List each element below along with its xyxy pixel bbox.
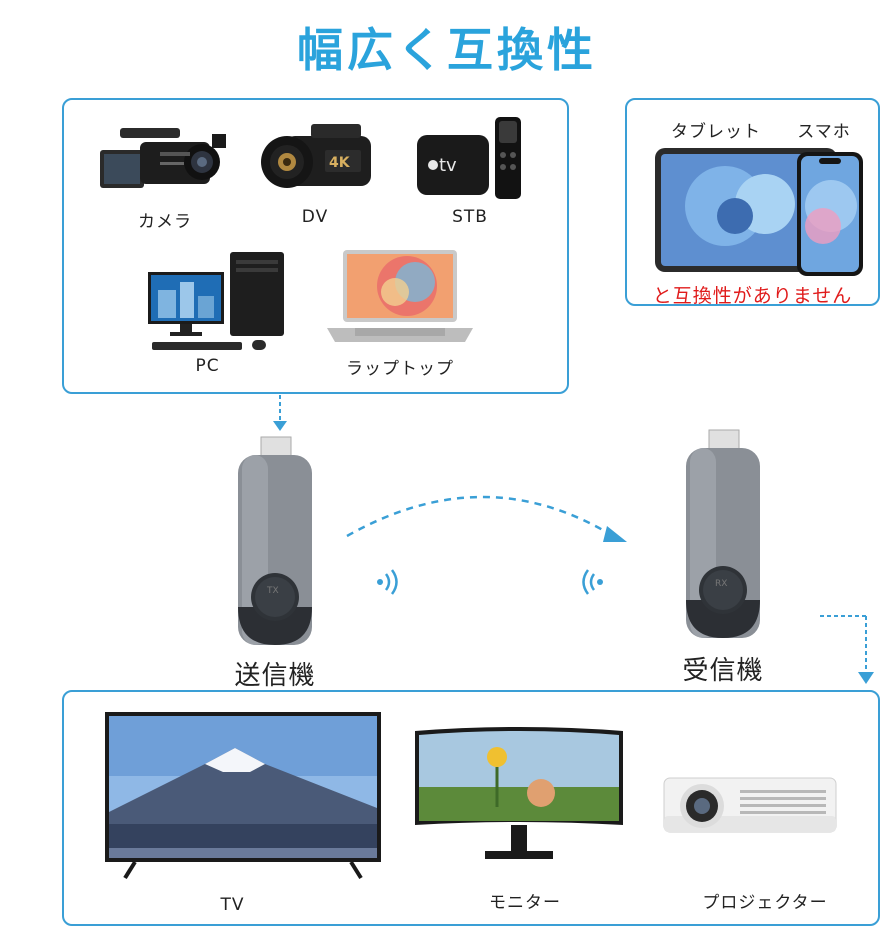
dv-4k-badge: 4K bbox=[329, 155, 351, 171]
transmitter-label: 送信機 bbox=[234, 661, 316, 691]
monitor-icon bbox=[415, 727, 623, 859]
transmit-arc-arrow-icon bbox=[346, 495, 627, 542]
transmitter-dongle-icon: TX bbox=[238, 436, 312, 645]
rx-text: RX bbox=[715, 579, 727, 589]
output-arrow-icon bbox=[820, 615, 874, 684]
camcorder-icon: 4K bbox=[261, 124, 371, 188]
stb-label: STB bbox=[452, 207, 488, 227]
stb-logo: tv bbox=[439, 155, 457, 176]
tv-label: TV bbox=[220, 895, 245, 915]
receiver-dongle-icon: RX bbox=[686, 429, 760, 638]
monitor-label: モニター bbox=[489, 893, 561, 913]
output-devices-panel bbox=[62, 690, 880, 926]
projector-label: プロジェクター bbox=[702, 893, 828, 913]
incompatible-note: と互換性がありません bbox=[652, 285, 853, 307]
tablet-label: タブレット bbox=[671, 122, 761, 142]
pc-label: PC bbox=[195, 356, 220, 376]
tx-text: TX bbox=[266, 586, 279, 596]
receiver-label: 受信機 bbox=[682, 656, 764, 686]
phone-label: スマホ bbox=[797, 122, 851, 142]
camera-label: カメラ bbox=[138, 212, 192, 232]
laptop-label: ラップトップ bbox=[346, 359, 454, 379]
incompatible-devices-panel bbox=[625, 98, 880, 306]
desktop-pc-icon bbox=[148, 252, 284, 350]
set-top-box-icon: tv bbox=[417, 117, 521, 199]
page-title: 幅広く互換性 bbox=[297, 23, 597, 77]
tv-icon bbox=[105, 712, 381, 880]
wifi-signal-right-icon bbox=[377, 569, 398, 595]
projector-icon bbox=[663, 777, 837, 833]
camera-icon bbox=[100, 128, 226, 188]
wifi-signal-left-icon bbox=[582, 569, 603, 595]
source-devices-panel bbox=[62, 98, 569, 394]
tablet-phone-icon bbox=[655, 148, 863, 276]
laptop-icon bbox=[327, 250, 473, 342]
dv-label: DV bbox=[301, 207, 329, 227]
down-arrow-icon bbox=[273, 395, 287, 431]
